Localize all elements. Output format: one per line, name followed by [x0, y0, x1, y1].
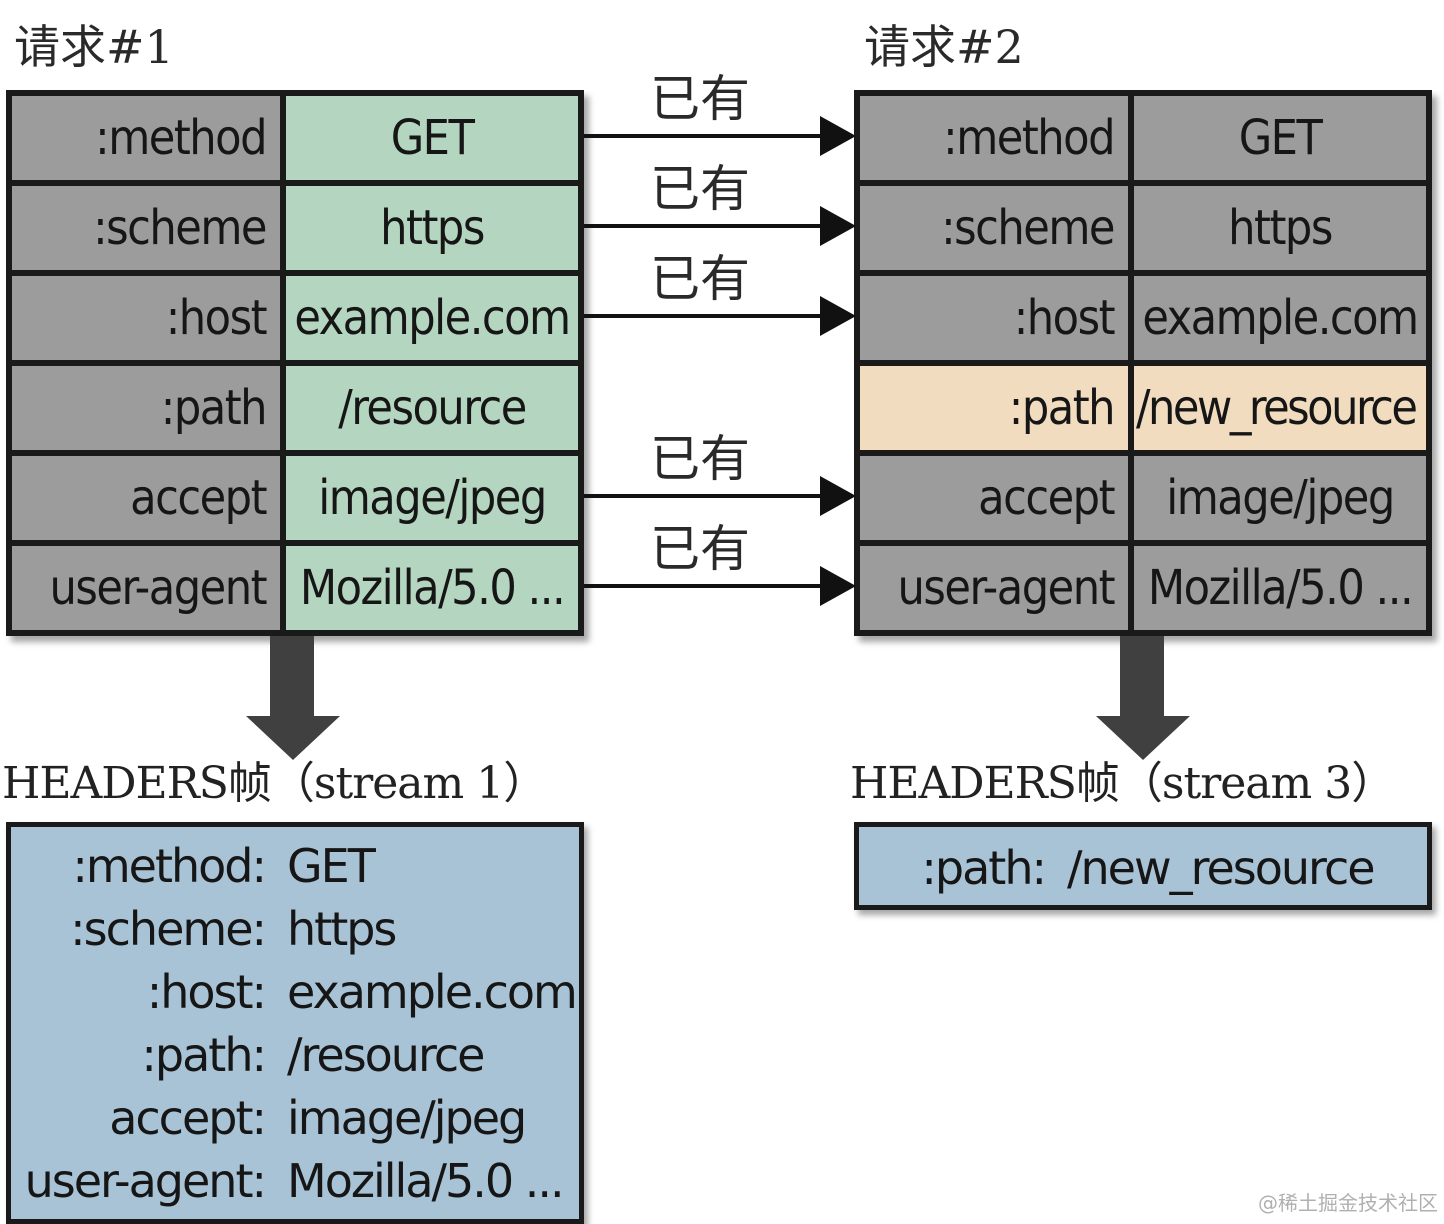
- frame-key: :scheme:: [70, 902, 267, 956]
- arrow-head-icon: [820, 476, 856, 516]
- cell-divider: [1128, 186, 1134, 270]
- frame-value: example.com: [287, 965, 578, 1019]
- frame-line: user-agent: Mozilla/5.0 ...: [11, 1154, 565, 1208]
- header-value: example.com: [286, 276, 578, 360]
- frame-line: :scheme: https: [11, 902, 397, 956]
- header-key: :host: [860, 276, 1128, 360]
- header-value: image/jpeg: [1134, 456, 1426, 540]
- header-key: user-agent: [12, 546, 280, 630]
- cell-divider: [280, 276, 286, 360]
- table-row: :method GET: [860, 96, 1426, 180]
- header-key: accept: [12, 456, 280, 540]
- table-row: :host example.com: [860, 276, 1426, 360]
- request-2-title: 请求#2: [864, 20, 1024, 74]
- arrow-head-icon: [820, 116, 856, 156]
- header-value: GET: [1134, 96, 1426, 180]
- down-arrow-icon: [246, 636, 340, 760]
- frame-line: :path: /new_resource: [859, 841, 1376, 895]
- header-key: :path: [860, 366, 1128, 450]
- watermark: @稀土掘金技术社区: [1258, 1191, 1438, 1215]
- frame-key: :path:: [141, 1028, 267, 1082]
- table-row: user-agent Mozilla/5.0 ...: [860, 546, 1426, 630]
- header-key: :method: [12, 96, 280, 180]
- reuse-arrow-label: 已有: [650, 520, 750, 578]
- frame-line: :method: GET: [11, 839, 376, 893]
- frame-key: :path:: [921, 841, 1047, 895]
- request-1-header-table: :method GET :scheme https :host example.…: [6, 90, 584, 636]
- cell-divider: [1128, 96, 1134, 180]
- header-value: Mozilla/5.0 ...: [286, 546, 578, 630]
- reuse-arrow-label: 已有: [650, 430, 750, 488]
- header-value: /new_resource: [1134, 366, 1426, 450]
- frame-value: image/jpeg: [287, 1091, 527, 1145]
- reuse-arrow-label: 已有: [650, 250, 750, 308]
- header-value: example.com: [1134, 276, 1426, 360]
- cell-divider: [280, 366, 286, 450]
- frame-key: :method:: [72, 839, 267, 893]
- headers-frame-2: :path: /new_resource: [854, 822, 1432, 910]
- table-row: :host example.com: [12, 276, 578, 360]
- header-value: GET: [286, 96, 578, 180]
- reuse-arrow-label: 已有: [650, 160, 750, 218]
- table-row: :scheme https: [860, 186, 1426, 270]
- table-row: :path /resource: [12, 366, 578, 450]
- table-row: :scheme https: [12, 186, 578, 270]
- header-key: :scheme: [12, 186, 280, 270]
- frame-key: :host:: [146, 965, 267, 1019]
- headers-frame-2-title: HEADERS帧（stream 3）: [850, 758, 1395, 809]
- frame-line: :path: /resource: [11, 1028, 485, 1082]
- table-row: accept image/jpeg: [860, 456, 1426, 540]
- cell-divider: [1128, 366, 1134, 450]
- table-row: user-agent Mozilla/5.0 ...: [12, 546, 578, 630]
- table-row: :method GET: [12, 96, 578, 180]
- header-key: accept: [860, 456, 1128, 540]
- arrow-head-icon: [820, 206, 856, 246]
- table-row-changed: :path /new_resource: [860, 366, 1426, 450]
- header-value: https: [1134, 186, 1426, 270]
- frame-value: /resource: [287, 1028, 485, 1082]
- request-1-title: 请求#1: [14, 20, 174, 74]
- cell-divider: [1128, 546, 1134, 630]
- cell-divider: [280, 456, 286, 540]
- header-value: /resource: [286, 366, 578, 450]
- header-value: https: [286, 186, 578, 270]
- header-key: user-agent: [860, 546, 1128, 630]
- reuse-arrow-label: 已有: [650, 70, 750, 128]
- frame-key: accept:: [109, 1091, 267, 1145]
- frame-line: :host: example.com: [11, 965, 578, 1019]
- frame-value: GET: [287, 839, 376, 893]
- headers-frame-1: :method: GET :scheme: https :host: examp…: [6, 822, 584, 1224]
- request-2-header-table: :method GET :scheme https :host example.…: [854, 90, 1432, 636]
- arrow-head-icon: [820, 566, 856, 606]
- header-key: :host: [12, 276, 280, 360]
- frame-line: accept: image/jpeg: [11, 1091, 527, 1145]
- cell-divider: [280, 186, 286, 270]
- frame-value: Mozilla/5.0 ...: [287, 1154, 565, 1208]
- cell-divider: [280, 546, 286, 630]
- arrow-head-icon: [820, 296, 856, 336]
- frame-value: /new_resource: [1067, 841, 1376, 895]
- header-value: Mozilla/5.0 ...: [1134, 546, 1426, 630]
- cell-divider: [1128, 456, 1134, 540]
- cell-divider: [280, 96, 286, 180]
- header-key: :path: [12, 366, 280, 450]
- header-key: :scheme: [860, 186, 1128, 270]
- header-key: :method: [860, 96, 1128, 180]
- frame-value: https: [287, 902, 397, 956]
- down-arrow-icon: [1096, 636, 1190, 760]
- header-value: image/jpeg: [286, 456, 578, 540]
- headers-frame-1-title: HEADERS帧（stream 1）: [2, 758, 547, 809]
- table-row: accept image/jpeg: [12, 456, 578, 540]
- frame-key: user-agent:: [24, 1154, 267, 1208]
- cell-divider: [1128, 276, 1134, 360]
